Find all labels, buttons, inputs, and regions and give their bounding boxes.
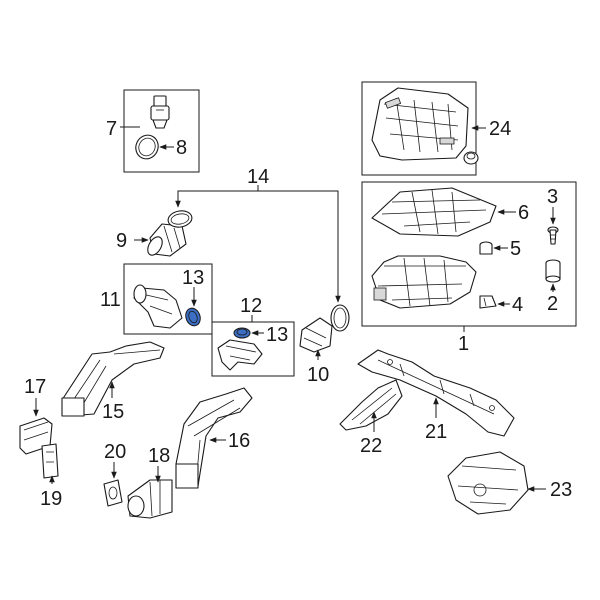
callout-3: 3 [547, 186, 558, 208]
callout-13-lower: 13 [266, 324, 288, 346]
callout-20: 20 [104, 441, 126, 463]
shield-part-22 [339, 379, 403, 431]
callout-17: 17 [24, 376, 46, 398]
sensor-part-7 [150, 95, 170, 129]
callout-16: 16 [228, 430, 250, 452]
bracket-part-21 [357, 349, 515, 437]
callout-9: 9 [116, 230, 127, 252]
grommet-part-2 [545, 259, 561, 283]
group-box-7-8 [123, 89, 200, 173]
seal-part-13-upper-inner [188, 310, 198, 324]
callout-19: 19 [40, 488, 62, 510]
group-box-11 [123, 263, 213, 335]
group-box-1 [361, 181, 577, 327]
callout-2: 2 [547, 293, 558, 315]
callout-24: 24 [489, 118, 511, 140]
seal-part-13-lower [233, 327, 251, 339]
callout-13-upper: 13 [182, 267, 204, 289]
callout-10: 10 [307, 364, 329, 386]
air-box-lower [371, 255, 477, 309]
callout-7: 7 [106, 118, 117, 140]
clip-part-4 [479, 295, 497, 309]
hose-clamp-part-14 [167, 210, 193, 228]
air-duct-part-16 [175, 387, 253, 489]
guard-part-23 [447, 451, 529, 515]
callout-6: 6 [518, 202, 529, 224]
engine-cover-part-24 [371, 87, 479, 165]
air-duct-part-15 [61, 341, 165, 417]
intake-hose-part-9 [147, 223, 187, 257]
callout-15: 15 [102, 401, 124, 423]
resonator-part-10 [299, 317, 333, 353]
duct-part-18 [127, 479, 173, 519]
callout-5: 5 [510, 238, 521, 260]
callout-23: 23 [550, 479, 572, 501]
grommet-part-5 [479, 241, 493, 255]
seal-part-13-lower-inner [236, 328, 248, 336]
seal-part-13-upper [185, 307, 201, 327]
hose-clamp-part-14b [330, 304, 350, 332]
callout-1: 1 [458, 333, 469, 355]
callout-18: 18 [148, 445, 170, 467]
bolt-part-3 [547, 226, 559, 245]
air-box-upper-part-6 [371, 187, 497, 237]
group-box-12 [211, 321, 295, 377]
intake-duct-part-11 [133, 284, 183, 329]
callout-4: 4 [512, 294, 523, 316]
callout-22: 22 [360, 435, 382, 457]
callout-21: 21 [425, 421, 447, 443]
vent-part-19 [41, 443, 59, 479]
callout-8: 8 [176, 137, 187, 159]
o-ring-part-8 [135, 134, 159, 160]
leader-lines [33, 125, 556, 492]
callout-11: 11 [100, 289, 121, 311]
grommet-part-20 [103, 479, 123, 507]
callout-12: 12 [240, 295, 262, 317]
intake-duct-part-12 [217, 339, 263, 371]
callout-14: 14 [247, 166, 269, 188]
